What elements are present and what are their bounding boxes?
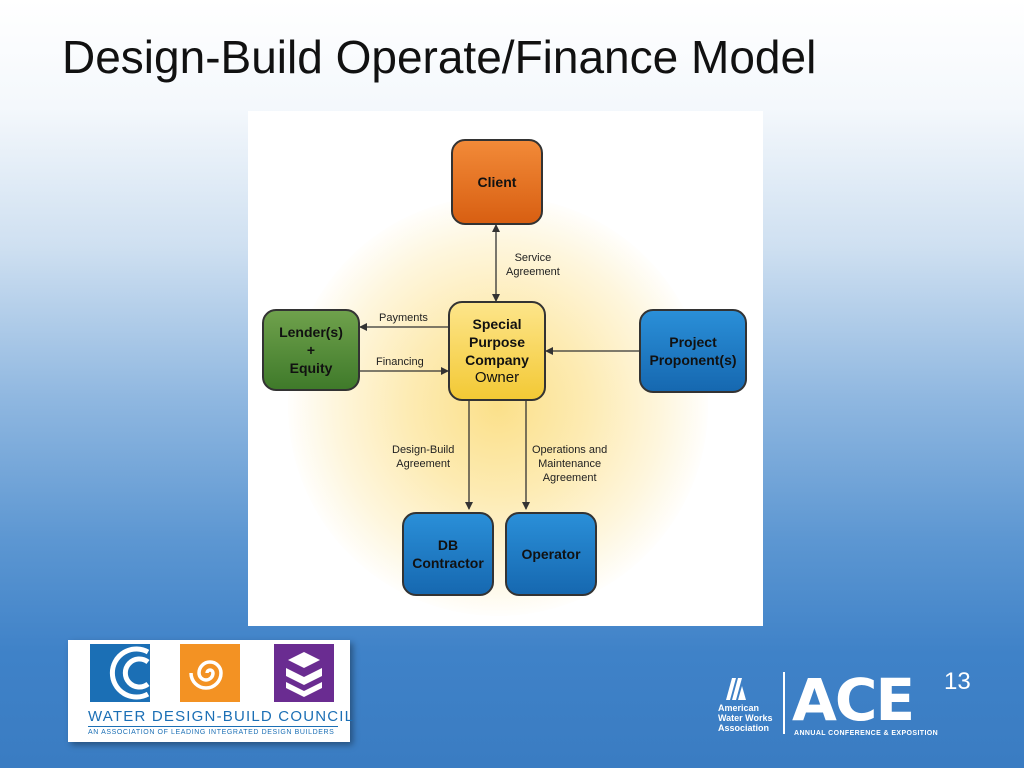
db-contractor-label-line2: Contractor <box>412 555 484 571</box>
client-label: Client <box>477 174 517 190</box>
awwa-drop-icon <box>726 678 746 700</box>
wdbc-divider <box>88 726 338 727</box>
lenders-label-line2: + <box>306 342 316 358</box>
ace-wordmark: ACE <box>792 666 915 734</box>
awwa-line3: Association <box>718 723 770 733</box>
proponent-label-line1: Project <box>669 334 717 350</box>
om-agreement-label: Operations and Maintenance Agreement <box>532 443 607 485</box>
awwa-line2: Water Works <box>718 713 773 723</box>
project-proponent-node: Project Proponent(s) <box>639 309 747 393</box>
spc-label-line1: Special <box>472 316 522 332</box>
db-contractor-node: DB Contractor <box>402 512 494 596</box>
financing-label: Financing <box>376 356 424 368</box>
awwa-ace-logo: American Water Works Association ACE 13 … <box>716 666 986 744</box>
service-agreement-line1: Service <box>514 252 552 264</box>
lenders-label-line3: Equity <box>289 360 333 376</box>
design-build-line2: Agreement <box>396 458 451 470</box>
payments-label: Payments <box>379 312 428 324</box>
service-agreement-line2: Agreement <box>506 266 560 278</box>
operator-node: Operator <box>505 512 597 596</box>
spc-label-line2: Purpose <box>468 334 525 350</box>
client-node: Client <box>451 139 543 225</box>
slide-title: Design-Build Operate/Finance Model <box>62 31 817 83</box>
lenders-node: Lender(s) + Equity <box>262 309 360 391</box>
om-line2: Maintenance <box>538 458 602 470</box>
connector-arrows <box>359 224 639 510</box>
awwa-name: American Water Works Association <box>718 703 773 733</box>
spc-owner-label: Owner <box>474 369 520 386</box>
background-glow <box>288 196 708 616</box>
dbof-diagram: Client Lender(s) + Equity Special Purpos… <box>248 111 763 626</box>
service-agreement-label: Service Agreement <box>506 251 560 279</box>
spc-node: Special Purpose Company Owner <box>448 301 546 401</box>
design-build-line1: Design-Build <box>392 444 455 456</box>
om-line3: Agreement <box>542 472 597 484</box>
wdbc-purple-layers-icon <box>274 644 334 702</box>
operator-label: Operator <box>521 546 581 562</box>
ace-year: 13 <box>944 668 971 695</box>
ace-separator <box>783 672 785 734</box>
wdbc-tagline: AN ASSOCIATION OF LEADING INTEGRATED DES… <box>88 729 335 736</box>
design-build-agreement-label: Design-Build Agreement <box>392 443 454 471</box>
proponent-label-line2: Proponent(s) <box>649 352 737 368</box>
spc-label-line3: Company <box>465 352 529 368</box>
wdbc-logo: WATER DESIGN-BUILD COUNCIL AN ASSOCIATIO… <box>68 640 353 742</box>
lenders-label-line1: Lender(s) <box>279 324 343 340</box>
awwa-line1: American <box>718 703 760 713</box>
wdbc-blue-swirl-icon <box>90 644 150 702</box>
db-contractor-label-line1: DB <box>437 537 459 553</box>
wdbc-name: WATER DESIGN-BUILD COUNCIL <box>88 708 355 725</box>
wdbc-orange-spiral-icon <box>180 644 240 702</box>
om-line1: Operations and <box>532 444 608 456</box>
ace-subtitle: ANNUAL CONFERENCE & EXPOSITION <box>794 730 939 737</box>
